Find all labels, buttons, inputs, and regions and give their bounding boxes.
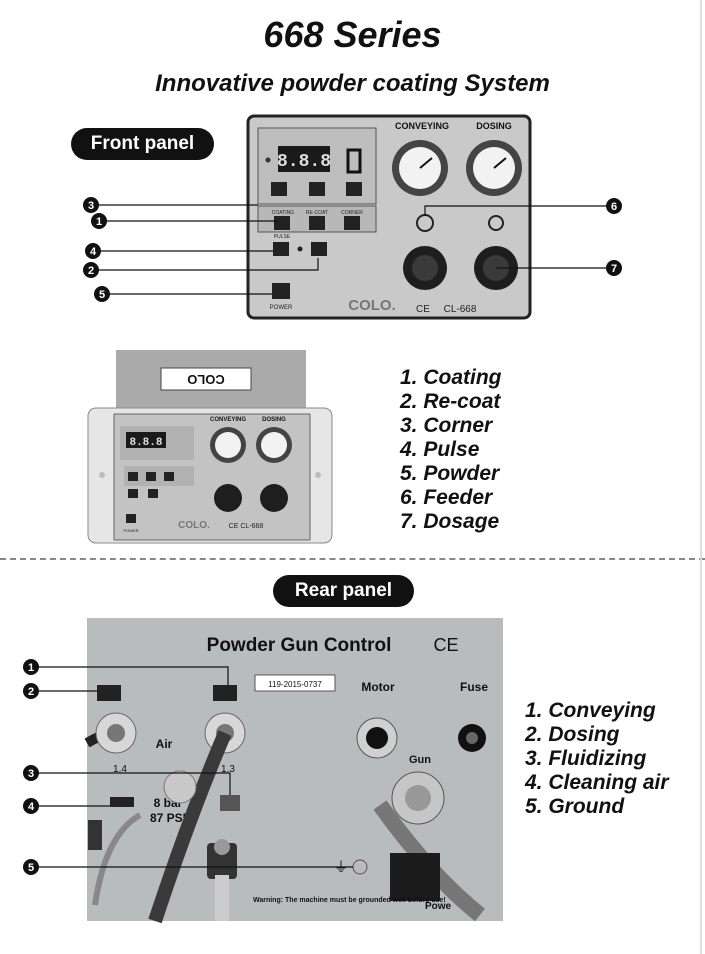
device-power-switch <box>126 514 136 523</box>
serial-number: 119-2015-0737 <box>268 680 322 689</box>
rear-ce-mark: CE <box>433 635 458 655</box>
rear-legend-item-2: 2. Dosing <box>525 723 620 746</box>
fitting-label-1: 1.4 <box>113 764 127 775</box>
pulse-led <box>297 246 303 252</box>
rear-legend-item-3: 3. Fluidizing <box>525 747 647 770</box>
front-callout-lines <box>98 204 610 295</box>
front-callouts: 3 1 4 2 5 6 7 <box>83 197 622 302</box>
display-button-1 <box>271 182 287 196</box>
led-display <box>278 146 330 172</box>
pulse-button <box>273 242 289 256</box>
coating-button <box>274 216 290 230</box>
page-edge-line <box>700 0 702 954</box>
rear-panel-label: Rear panel <box>273 575 414 607</box>
gauge-label-conveying: CONVEYING <box>395 121 449 131</box>
front-legend-item-6: 6. Feeder <box>400 486 493 509</box>
rear-callout-2: 2 <box>28 686 34 698</box>
rear-legend-item-5: 5. Ground <box>525 795 625 818</box>
dosing-icon <box>213 685 237 701</box>
pulse-label: PULSE <box>274 234 291 240</box>
motor-label: Motor <box>361 680 395 694</box>
gun-label: Gun <box>409 754 431 766</box>
fitting-label-2: 1.3 <box>221 764 235 775</box>
cleaning-air-icon <box>110 797 134 807</box>
device-sticker-text: COLO <box>187 372 225 387</box>
rear-callout-lines <box>38 666 353 868</box>
page-subtitle: Innovative powder coating System <box>155 70 550 97</box>
rear-legend-item-4: 4. Cleaning air <box>525 771 669 794</box>
ce-mark: CE <box>416 304 430 315</box>
section-divider <box>0 558 705 560</box>
pressure-psi-label: 87 PSI <box>150 811 186 825</box>
air-fitting <box>163 770 197 804</box>
front-panel-label: Front panel <box>71 128 214 160</box>
rear-callout-1: 1 <box>28 662 34 674</box>
serial-sticker <box>254 674 336 692</box>
front-legend-item-2: 2. Re-coat <box>400 390 501 413</box>
front-callout-2: 2 <box>88 265 94 277</box>
led-digits: 8.8.8 <box>277 152 331 172</box>
air-label: Air <box>156 737 173 751</box>
rear-callout-4: 4 <box>28 801 35 813</box>
front-legend-item-3: 3. Corner <box>400 414 493 437</box>
rear-legend: 1. Conveying 2. Dosing 3. Fluidizing 4. … <box>525 699 669 819</box>
indicator-led <box>265 157 271 163</box>
front-panel-diagram: 8.8.8 COATING RE-COAT CORNER PULSE POWER… <box>83 114 622 320</box>
ground-terminal-fitting <box>207 843 237 879</box>
front-callout-1: 1 <box>96 216 102 228</box>
device-photo: COLO 8.8.8 POWER CONVEYING DOSING COLO. … <box>87 350 333 544</box>
rear-legend-item-1: 1. Conveying <box>525 699 656 722</box>
front-callout-5: 5 <box>99 289 105 301</box>
front-callout-6: 6 <box>611 201 617 213</box>
rear-panel-diagram: Powder Gun Control CE 119-2015-0737 Moto… <box>23 618 503 924</box>
recoat-pulse-button <box>311 242 327 256</box>
model-label: CL-668 <box>444 304 477 315</box>
front-legend-item-4: 4. Pulse <box>400 438 480 461</box>
display-button-2 <box>309 182 325 196</box>
recoat-button <box>309 216 325 230</box>
air-hose <box>148 730 232 924</box>
power-switch <box>272 283 290 299</box>
warning-text: Warning: The machine must be grounded we… <box>253 897 446 904</box>
rear-callouts: 1 2 3 4 5 <box>23 659 39 875</box>
fluidizing-icon <box>220 795 240 811</box>
conveying-icon <box>97 685 121 701</box>
corner-button <box>344 216 360 230</box>
device-led-digits: 8.8.8 <box>129 437 162 449</box>
front-callout-4: 4 <box>90 246 97 258</box>
rear-heading: Powder Gun Control <box>207 635 392 656</box>
dosage-symbol <box>488 215 504 231</box>
front-legend-item-5: 5. Powder <box>400 462 500 485</box>
device-gauge-label-dosing: DOSING <box>262 417 286 423</box>
button-label-corner: CORNER <box>341 210 363 216</box>
front-legend-item-7: 7. Dosage <box>400 510 500 533</box>
page-title: 668 Series <box>263 14 442 55</box>
device-gauge-label-conveying: CONVEYING <box>210 417 246 423</box>
front-callout-3: 3 <box>88 200 94 212</box>
display-button-3 <box>346 182 362 196</box>
rear-callout-5: 5 <box>28 862 34 874</box>
front-callout-7: 7 <box>611 263 617 275</box>
fuse-label: Fuse <box>460 680 488 694</box>
rear-callout-3: 3 <box>28 768 34 780</box>
button-label-recoat: RE-COAT <box>306 210 328 216</box>
power-label: POWER <box>270 305 293 311</box>
power-inlet <box>390 853 440 901</box>
gauge-label-dosing: DOSING <box>476 121 512 131</box>
device-model: CE CL-668 <box>229 523 264 530</box>
device-power-label: POWER <box>123 528 138 533</box>
bracket-icon <box>346 148 362 174</box>
power-inlet-label: Powe <box>425 901 452 912</box>
ground-screw <box>352 859 368 875</box>
device-sticker <box>160 367 252 391</box>
front-legend: 1. Coating 2. Re-coat 3. Corner 4. Pulse… <box>400 366 502 534</box>
front-legend-item-1: 1. Coating <box>400 366 502 389</box>
brand-label: COLO. <box>348 297 396 314</box>
button-label-coating: COATING <box>272 210 295 216</box>
device-brand: COLO. <box>178 520 210 531</box>
